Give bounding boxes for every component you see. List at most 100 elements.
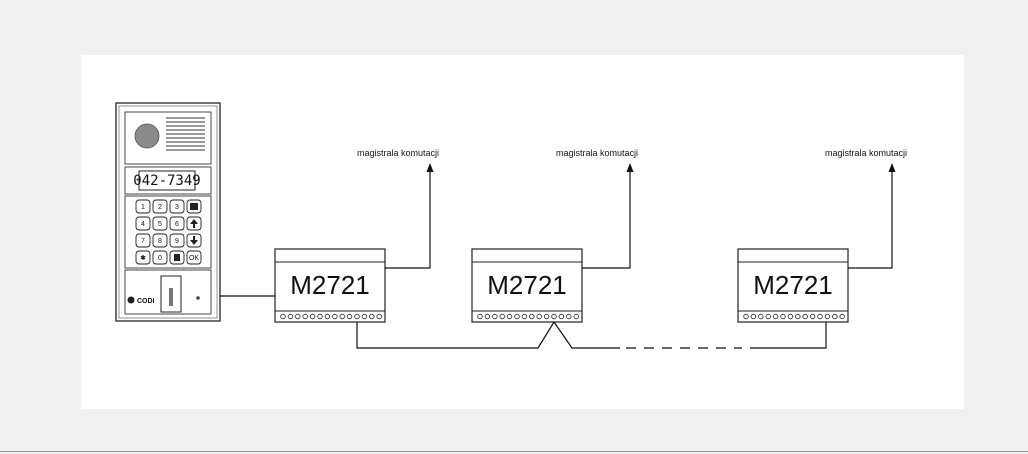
- terminal-screw: [354, 313, 360, 320]
- module-3: M2721: [737, 248, 849, 323]
- ok-key[interactable]: OK: [186, 250, 202, 265]
- terminal-screw: [566, 313, 572, 320]
- svg-text:0: 0: [158, 255, 162, 262]
- keypad-key[interactable]: 8: [152, 233, 168, 248]
- arrow-heads: [426, 163, 896, 172]
- terminal-screw: [295, 313, 301, 320]
- svg-text:OK: OK: [189, 255, 199, 262]
- terminal-screw: [514, 313, 520, 320]
- camera-icon: [134, 123, 160, 149]
- intercom-panel: 042-7349 1 2 3 4 5 6 7 8 9 ✱ 0 OK CODI: [115, 102, 221, 322]
- terminal-screw: [346, 313, 353, 320]
- arrow-down-icon[interactable]: [186, 233, 202, 248]
- terminal-screw: [324, 313, 331, 320]
- terminal-screw: [780, 313, 786, 320]
- terminal-strip: [477, 313, 579, 320]
- terminal-screw: [543, 313, 550, 320]
- terminal-screw: [369, 313, 375, 320]
- terminal-screw: [339, 313, 345, 320]
- terminal-screw: [280, 313, 286, 320]
- terminal-screw: [795, 313, 801, 320]
- keypad-key[interactable]: 3: [169, 199, 185, 214]
- bus-label-2: magistrala komutacji: [556, 148, 638, 158]
- chain-wire-2: [750, 322, 827, 349]
- keypad-key[interactable]: 7: [135, 233, 151, 248]
- terminal-screw: [787, 313, 794, 320]
- keypad-key[interactable]: 5: [152, 216, 168, 231]
- module-2: M2721: [471, 248, 583, 323]
- display-number: 042-7349: [133, 173, 200, 189]
- bus-label-1: magistrala komutacji: [357, 148, 439, 158]
- keypad-key[interactable]: 1: [135, 199, 151, 214]
- bus-label-3: magistrala komutacji: [825, 148, 907, 158]
- speaker-grille-icon: [166, 117, 205, 151]
- svg-text:6: 6: [175, 221, 179, 228]
- arrow-up-icon: [426, 163, 434, 172]
- book-icon[interactable]: [186, 199, 202, 214]
- svg-text:8: 8: [158, 238, 162, 245]
- keypad-key[interactable]: 0: [152, 250, 168, 265]
- terminal-screw: [765, 313, 771, 320]
- terminal-screw: [758, 313, 764, 320]
- svg-text:9: 9: [175, 238, 179, 245]
- diagram-panel: [81, 55, 964, 409]
- terminal-screw: [536, 313, 542, 320]
- keypad-key[interactable]: 6: [169, 216, 185, 231]
- terminal-screw: [317, 313, 323, 320]
- module-label: M2721: [487, 270, 567, 300]
- svg-text:4: 4: [141, 221, 145, 228]
- terminal-screw: [551, 313, 557, 320]
- arrow-up-icon[interactable]: [186, 216, 202, 231]
- terminal-screw: [529, 313, 535, 320]
- trash-icon[interactable]: [169, 250, 185, 265]
- terminal-screw: [558, 313, 565, 320]
- svg-text:3: 3: [175, 204, 179, 211]
- keypad-key[interactable]: 4: [135, 216, 151, 231]
- terminal-screw: [484, 313, 491, 320]
- svg-text:✱: ✱: [140, 254, 146, 262]
- keypad-key[interactable]: 2: [152, 199, 168, 214]
- svg-text:2: 2: [158, 204, 162, 211]
- keypad-key[interactable]: 9: [169, 233, 185, 248]
- module-label: M2721: [753, 270, 833, 300]
- brand-label: CODI: [137, 298, 155, 305]
- terminal-screw: [809, 313, 816, 320]
- keypad-key[interactable]: ✱: [135, 250, 151, 265]
- module-label: M2721: [290, 270, 370, 300]
- terminal-screw: [772, 313, 779, 320]
- terminal-screw: [750, 313, 757, 320]
- terminal-screw: [521, 313, 528, 320]
- brand-logo-icon: [127, 296, 135, 304]
- svg-text:1: 1: [141, 204, 145, 211]
- terminal-screw: [573, 313, 579, 320]
- module-1: M2721: [274, 248, 386, 323]
- terminal-screw: [376, 313, 382, 320]
- terminal-screw: [302, 313, 308, 320]
- terminal-screw: [824, 313, 831, 320]
- status-led: [196, 296, 200, 300]
- bus-lead-3: [848, 171, 893, 269]
- number-display: [138, 170, 196, 191]
- terminal-screw: [361, 313, 368, 320]
- terminal-screw: [802, 313, 808, 320]
- terminal-screw: [499, 313, 505, 320]
- bottom-rule: [0, 451, 1028, 452]
- terminal-strip: [743, 313, 845, 320]
- terminal-screw: [839, 313, 845, 320]
- svg-text:7: 7: [141, 238, 145, 245]
- bus-lead-2: [582, 171, 631, 269]
- wiring: [220, 171, 893, 349]
- terminal-screw: [817, 313, 823, 320]
- terminal-screw: [492, 313, 498, 320]
- chain-wire-1: [356, 320, 620, 349]
- arrow-up-icon: [626, 163, 634, 172]
- bus-lead-1: [385, 171, 431, 269]
- keypad: 1 2 3 4 5 6 7 8 9 ✱ 0 OK: [135, 199, 202, 265]
- terminal-screw: [743, 313, 749, 320]
- svg-text:5: 5: [158, 221, 162, 228]
- terminal-screw: [287, 313, 294, 320]
- arrow-up-icon: [888, 163, 896, 172]
- terminal-screw: [832, 313, 838, 320]
- terminal-screw: [332, 313, 338, 320]
- terminal-screw: [506, 313, 513, 320]
